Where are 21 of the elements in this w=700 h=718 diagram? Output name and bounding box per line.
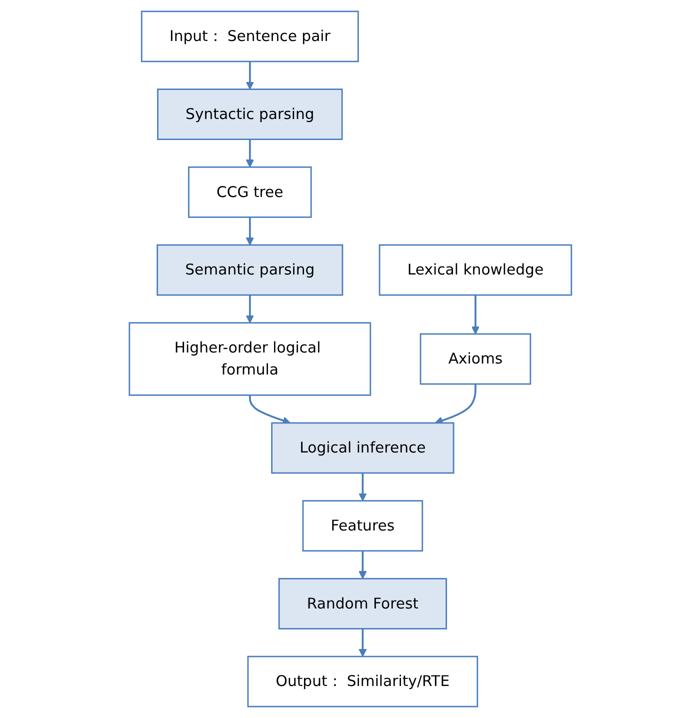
node-box: Higher-order logical formula xyxy=(128,322,371,396)
arrow xyxy=(248,395,290,424)
node-box: Random Forest xyxy=(278,578,447,630)
node-box: Logical inference xyxy=(270,422,454,474)
arrow xyxy=(434,384,476,424)
node-box: CCG tree xyxy=(188,166,312,218)
arrow xyxy=(358,550,366,580)
arrow xyxy=(245,217,254,246)
node-box: Axioms xyxy=(419,333,531,385)
node-box: Syntactic parsing xyxy=(156,88,342,140)
arrow xyxy=(358,628,366,657)
arrow xyxy=(245,139,254,168)
arrow xyxy=(245,295,254,324)
arrow xyxy=(245,61,254,90)
node-box: Semantic parsing xyxy=(156,244,343,296)
arrow xyxy=(471,295,480,334)
node-box: Lexical knowledge xyxy=(378,244,572,296)
node-box: Input： Sentence pair xyxy=(140,10,358,62)
arrow xyxy=(358,473,366,502)
node-box: Output： Similarity/RTE xyxy=(246,656,478,708)
node-box: Features xyxy=(302,500,423,552)
